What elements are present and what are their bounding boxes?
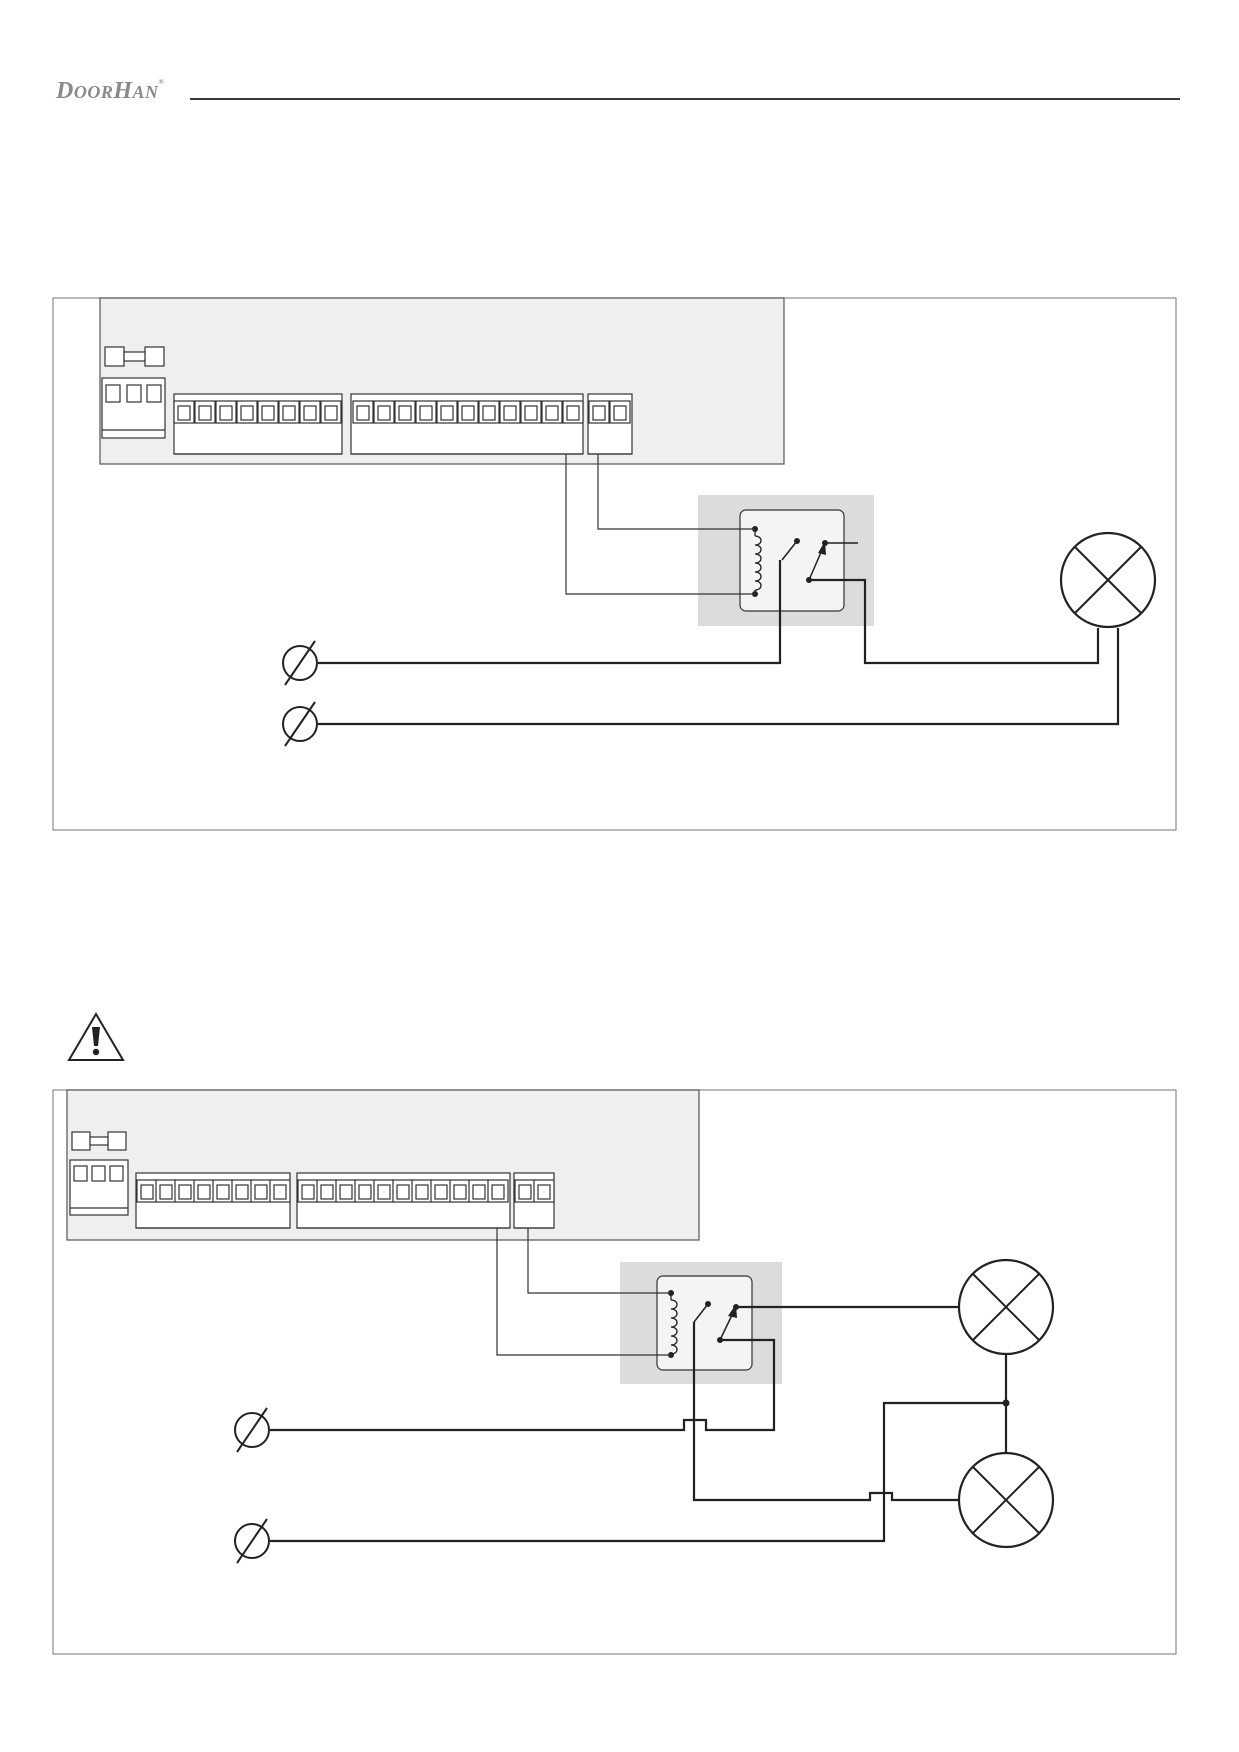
terminal-block-b-2 (296, 1172, 511, 1229)
terminal-block-c-2 (513, 1172, 555, 1229)
terminal-block-a-2 (135, 1172, 291, 1229)
relay-1 (698, 495, 874, 626)
power-wires-1 (318, 560, 1120, 726)
power-terminal-block-2 (69, 1159, 129, 1216)
doorhan-logo: DOORHAN® (56, 78, 165, 104)
lamp-icon (957, 1451, 1055, 1549)
warning-triangle-icon (67, 1012, 125, 1061)
relay-2 (620, 1262, 782, 1384)
terminal-block-a-1 (173, 393, 343, 455)
terminal-block-b-1 (350, 393, 584, 455)
fuse-icon (104, 346, 165, 367)
diagram-2 (52, 1089, 1177, 1655)
control-wires-1 (565, 454, 755, 595)
fuse-icon (71, 1131, 127, 1151)
lamp-icon (957, 1258, 1055, 1356)
terminal-block-c-1 (587, 393, 633, 455)
power-terminal-block-1 (101, 377, 166, 439)
control-wires-2 (496, 1228, 671, 1356)
header-rule (190, 98, 1180, 100)
diagram-1 (52, 297, 1177, 831)
power-wires-2 (270, 1305, 1008, 1543)
lamp-icon (1059, 531, 1157, 629)
